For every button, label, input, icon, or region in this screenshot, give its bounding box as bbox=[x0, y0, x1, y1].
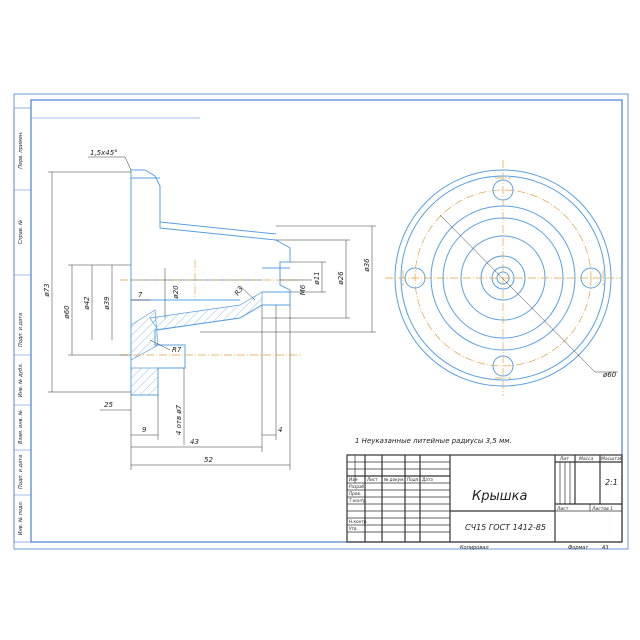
plan-view: ø60 bbox=[385, 160, 621, 396]
tb-format: Формат bbox=[568, 545, 589, 551]
tb-row-tkontr: Т.контр. bbox=[349, 498, 367, 503]
dim-fiftytwo: 52 bbox=[204, 456, 213, 464]
inner-frame bbox=[30, 99, 623, 543]
dim-four: 4 bbox=[278, 426, 282, 434]
tb-col-sign: Подп. bbox=[407, 477, 420, 482]
dim-r7: R7 bbox=[172, 346, 182, 354]
hatch-foot bbox=[130, 367, 159, 396]
tb-copied: Копировал bbox=[460, 545, 489, 551]
side-label-dubl: Инв. № дубл. bbox=[18, 363, 24, 397]
tb-massa: Масса bbox=[579, 456, 594, 462]
dim-nine: 9 bbox=[142, 426, 147, 434]
dim-holes: 4 отв ø7 bbox=[175, 404, 183, 435]
tb-col-doc: № докум. bbox=[383, 477, 405, 482]
tb-row-razrab: Разраб. bbox=[349, 484, 365, 489]
side-label-podp1: Подп. и дата bbox=[18, 313, 24, 347]
dim-seven: 7 bbox=[138, 291, 143, 299]
dim-d39: ø39 bbox=[103, 296, 111, 311]
tb-col-list: Лист bbox=[366, 477, 378, 482]
dim-d20: ø20 bbox=[172, 285, 180, 300]
side-label-vzam: Взам. инв. № bbox=[18, 410, 24, 444]
dim-plan-d60: ø60 bbox=[602, 371, 617, 379]
section-view bbox=[120, 169, 300, 396]
dim-chamfer: 1,5x45° bbox=[90, 149, 118, 157]
part-outline bbox=[130, 169, 291, 396]
side-label-sprav: Справ. № bbox=[18, 220, 24, 244]
dim-d26: ø26 bbox=[337, 271, 345, 286]
dim-d42: ø42 bbox=[83, 296, 91, 311]
tb-row-utv: Утв. bbox=[349, 526, 358, 531]
tb-row-prov: Пров. bbox=[349, 491, 361, 496]
tb-lit: Лит bbox=[559, 456, 569, 462]
tb-col-date: Дата bbox=[421, 477, 433, 482]
technical-note: 1 Неуказанные литейные радиусы 3,5 мм. bbox=[355, 437, 512, 445]
dim-d36: ø36 bbox=[363, 258, 371, 273]
dim-fortythree: 43 bbox=[190, 438, 199, 446]
dim-m6: M6 bbox=[299, 284, 307, 295]
outer-border bbox=[13, 93, 629, 550]
dim-r3: R3 bbox=[233, 285, 245, 297]
dim-d60: ø60 bbox=[63, 305, 71, 320]
tb-sheets: Листов 1 bbox=[591, 506, 613, 512]
hatch-flange bbox=[130, 309, 159, 361]
side-label-podp2: Подп. и дата bbox=[18, 455, 24, 489]
dim-d73: ø73 bbox=[43, 283, 51, 297]
section-dimensions: 1,5x45° ø73 ø60 ø42 ø39 ø20 7 R3 M6 ø11 bbox=[43, 149, 376, 470]
tb-row-nkontr: Н.контр. bbox=[349, 519, 368, 524]
tb-part-name: Крышка bbox=[472, 489, 527, 504]
title-block: Изм Лист № докум. Подп. Дата Разраб. Про… bbox=[346, 454, 623, 551]
tb-sheet: Лист bbox=[556, 506, 569, 512]
tb-material: СЧ15 ГОСТ 1412-85 bbox=[465, 523, 546, 532]
side-label-podl: Инв. № подл. bbox=[18, 501, 24, 536]
dim-twentyfive: 25 bbox=[104, 401, 113, 409]
hatch-web bbox=[149, 291, 263, 331]
tb-masshtab: Масштаб bbox=[601, 456, 623, 462]
dim-d11: ø11 bbox=[313, 271, 321, 285]
side-strip: Перв. примен. Справ. № Подп. и дата Инв.… bbox=[13, 107, 32, 543]
tb-format-value: A3 bbox=[601, 545, 609, 551]
tb-col-izm: Изм bbox=[349, 477, 358, 482]
side-label-perv: Перв. примен. bbox=[18, 131, 24, 169]
tb-scale-value: 2:1 bbox=[605, 478, 618, 487]
